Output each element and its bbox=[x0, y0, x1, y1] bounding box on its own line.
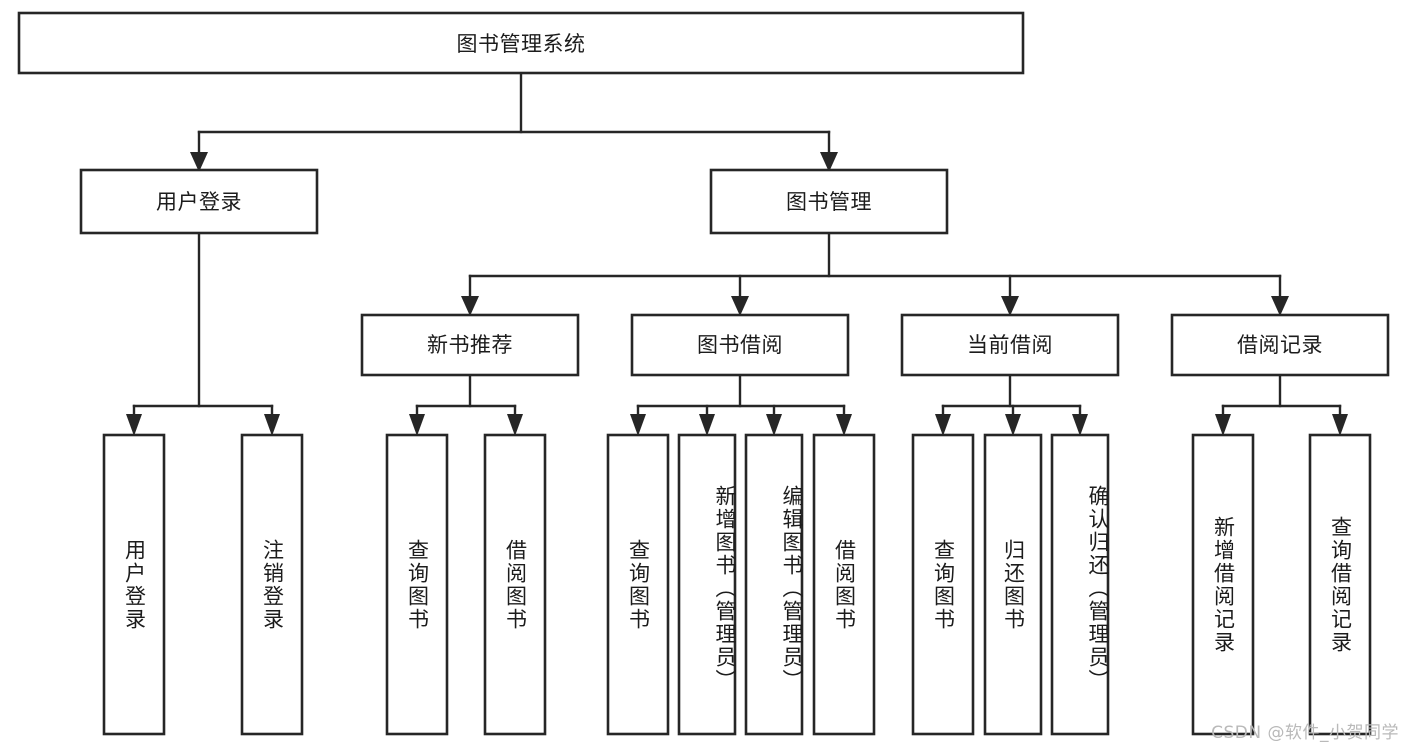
node-book-management-label: 图书管理 bbox=[786, 190, 872, 214]
leaf-box-query-book-current[interactable] bbox=[911, 433, 975, 736]
node-book-borrow[interactable]: 图书借阅 bbox=[630, 313, 850, 377]
node-new-book-recommend-box[interactable] bbox=[360, 313, 580, 377]
node-root-system-label: 图书管理系统 bbox=[457, 32, 586, 56]
arrowhead-leaf-user-login-2 bbox=[264, 414, 280, 436]
arrowhead-leaf-borrow-3 bbox=[766, 414, 782, 436]
arrowhead-to-new-book bbox=[461, 296, 479, 316]
arrowhead-leaf-new-book-1 bbox=[409, 414, 425, 436]
leaf-box-query-borrow-record[interactable] bbox=[1308, 433, 1372, 736]
arrowhead-to-record bbox=[1271, 296, 1289, 316]
csdn-watermark: CSDN @软件_小贺同学 bbox=[1211, 723, 1399, 743]
node-root-system[interactable]: 图书管理系统 bbox=[17, 11, 1025, 75]
arrowhead-leaf-borrow-2 bbox=[699, 414, 715, 436]
node-root-system-box[interactable] bbox=[17, 11, 1025, 75]
leaf-box-edit-book-admin[interactable] bbox=[744, 433, 804, 736]
node-borrow-record-label: 借阅记录 bbox=[1237, 333, 1323, 357]
arrowhead-leaf-current-1 bbox=[935, 414, 951, 436]
arrowhead-leaf-current-3 bbox=[1072, 414, 1088, 436]
leaf-box-borrow-book-new[interactable] bbox=[483, 433, 547, 736]
arrowhead-to-user-login bbox=[190, 152, 208, 172]
node-book-borrow-box[interactable] bbox=[630, 313, 850, 377]
leaf-box-query-book-new[interactable] bbox=[385, 433, 449, 736]
arrowhead-leaf-borrow-1 bbox=[630, 414, 646, 436]
leaf-box-add-borrow-record[interactable] bbox=[1191, 433, 1255, 736]
arrowhead-leaf-record-2 bbox=[1332, 414, 1348, 436]
leaf-boxes-group bbox=[102, 433, 1372, 736]
leaf-box-add-book-admin[interactable] bbox=[677, 433, 737, 736]
node-current-borrow-box[interactable] bbox=[900, 313, 1120, 377]
arrowhead-leaf-record-1 bbox=[1215, 414, 1231, 436]
arrowhead-leaf-current-2 bbox=[1005, 414, 1021, 436]
node-user-login-label: 用户登录 bbox=[156, 190, 242, 214]
arrowhead-leaf-user-login-1 bbox=[126, 414, 142, 436]
node-borrow-record-box[interactable] bbox=[1170, 313, 1390, 377]
leaf-box-logout-login[interactable] bbox=[240, 433, 304, 736]
leaf-box-borrow-book[interactable] bbox=[812, 433, 876, 736]
node-user-login[interactable]: 用户登录 bbox=[79, 168, 319, 235]
arrowhead-to-borrow bbox=[731, 296, 749, 316]
node-current-borrow-label: 当前借阅 bbox=[967, 333, 1053, 357]
node-new-book-recommend[interactable]: 新书推荐 bbox=[360, 313, 580, 377]
arrowhead-to-book-mgmt bbox=[820, 152, 838, 172]
node-current-borrow[interactable]: 当前借阅 bbox=[900, 313, 1120, 377]
arrowhead-leaf-new-book-2 bbox=[507, 414, 523, 436]
node-book-management[interactable]: 图书管理 bbox=[709, 168, 949, 235]
leaf-box-confirm-return-admin[interactable] bbox=[1050, 433, 1110, 736]
node-borrow-record[interactable]: 借阅记录 bbox=[1170, 313, 1390, 377]
node-book-management-box[interactable] bbox=[709, 168, 949, 235]
node-user-login-box[interactable] bbox=[79, 168, 319, 235]
node-book-borrow-label: 图书借阅 bbox=[697, 333, 783, 357]
leaf-box-query-book-borrow[interactable] bbox=[606, 433, 670, 736]
leaf-box-user-login[interactable] bbox=[102, 433, 166, 736]
arrowhead-to-current bbox=[1001, 296, 1019, 316]
node-new-book-recommend-label: 新书推荐 bbox=[427, 333, 513, 357]
leaf-box-return-book[interactable] bbox=[983, 433, 1043, 736]
arrowheads-group bbox=[126, 152, 1348, 436]
arrowhead-leaf-borrow-4 bbox=[836, 414, 852, 436]
